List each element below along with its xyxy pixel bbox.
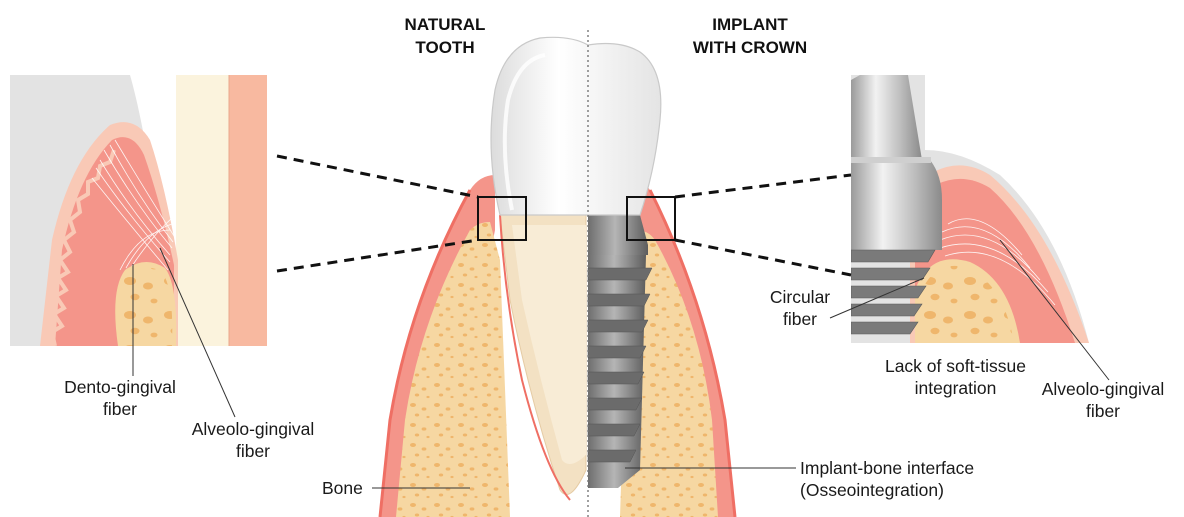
central-illustration — [380, 30, 735, 517]
bone-label: Bone — [322, 477, 363, 499]
circular-line2: fiber — [760, 308, 840, 330]
natural-header-line2: TOOTH — [380, 36, 510, 59]
implant-header-line2: WITH CROWN — [670, 36, 830, 59]
dento-gingival-line1: Dento-gingival — [30, 376, 210, 398]
alveolo-left-line2: fiber — [168, 440, 338, 462]
circular-fiber-label: Circular fiber — [760, 286, 840, 330]
implant-interface-line1: Implant-bone interface — [800, 457, 974, 479]
dento-gingival-line2: fiber — [30, 398, 210, 420]
left-zoom-panel — [10, 75, 267, 346]
implant-bone-interface-label: Implant-bone interface (Osseointegration… — [800, 457, 974, 501]
implant-header-line1: IMPLANT — [670, 13, 830, 36]
alveolo-right-line1: Alveolo-gingival — [1028, 378, 1178, 400]
right-zoom-panel — [851, 75, 1089, 343]
dento-gingival-fiber-label: Dento-gingival fiber — [30, 376, 210, 420]
natural-header-line1: NATURAL — [380, 13, 510, 36]
alveolo-gingival-fiber-left-label: Alveolo-gingival fiber — [168, 418, 338, 462]
alveolo-left-line1: Alveolo-gingival — [168, 418, 338, 440]
circular-line1: Circular — [760, 286, 840, 308]
alveolo-right-line2: fiber — [1028, 400, 1178, 422]
implant-header: IMPLANT WITH CROWN — [670, 13, 830, 59]
lack-line1: Lack of soft-tissue — [868, 355, 1043, 377]
implant-interface-line2: (Osseointegration) — [800, 479, 974, 501]
natural-tooth-header: NATURAL TOOTH — [380, 13, 510, 59]
lack-of-soft-tissue-label: Lack of soft-tissue integration — [868, 355, 1043, 399]
alveolo-gingival-fiber-right-label: Alveolo-gingival fiber — [1028, 378, 1178, 422]
lack-line2: integration — [868, 377, 1043, 399]
